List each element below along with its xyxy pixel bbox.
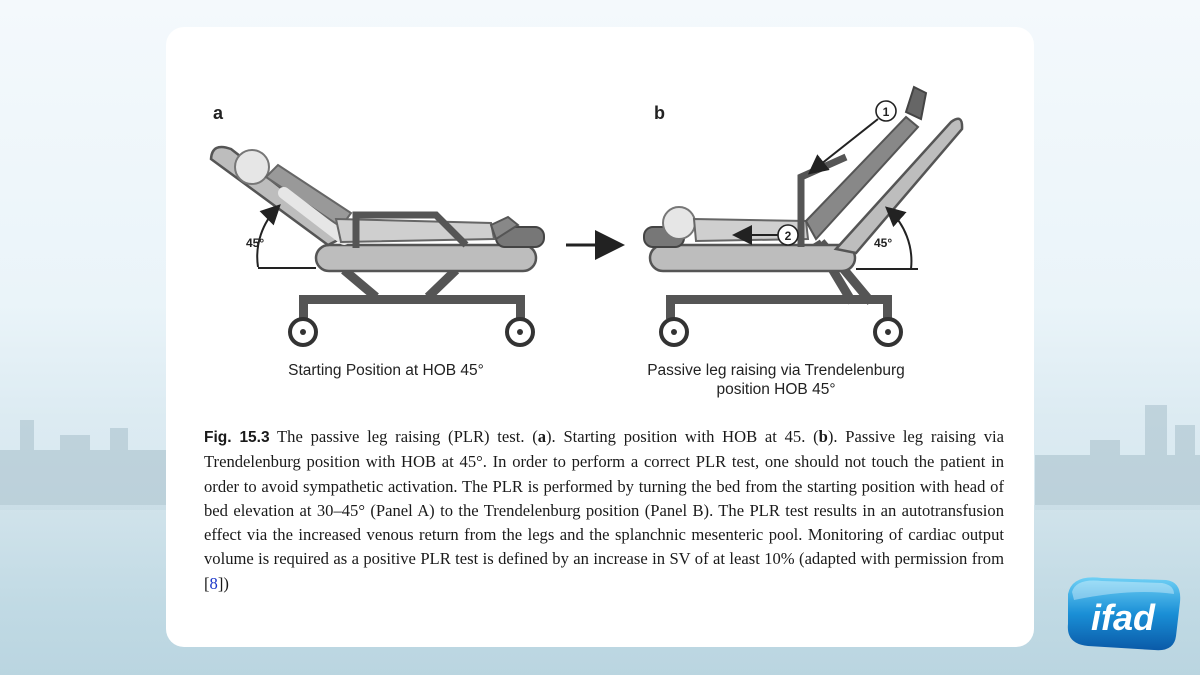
figure-label: Fig. 15.3 xyxy=(204,429,270,446)
reference-link[interactable]: 8 xyxy=(209,573,218,593)
panel-b-caption-line1: Passive leg raising via Trendelenburg xyxy=(647,362,905,379)
panel-b-caption: Passive leg raising via Trendelenburg po… xyxy=(616,361,936,399)
caption-bold-b: b xyxy=(818,427,828,446)
step-2-label: 2 xyxy=(785,229,792,243)
angle-label-b: 45° xyxy=(874,236,892,250)
caption-text-1: The passive leg raising (PLR) test. ( xyxy=(269,427,538,446)
figure-caption: Fig. 15.3 The passive leg raising (PLR) … xyxy=(204,425,1004,596)
bed-illustration-a xyxy=(209,145,545,347)
city-skyline-background xyxy=(0,405,1200,510)
bed-illustration-b xyxy=(643,85,964,347)
caption-text-2: ). Starting position with HOB at 45. ( xyxy=(546,427,819,446)
step-1-label: 1 xyxy=(883,105,890,119)
figure-card: 45° 45° 1 2 a b Starting Position at HOB… xyxy=(166,27,1034,647)
caption-bold-a: a xyxy=(537,427,547,446)
angle-label-a: 45° xyxy=(246,236,264,250)
plr-illustration: 45° 45° 1 2 xyxy=(209,85,964,347)
logo-text: ifad xyxy=(1091,597,1156,638)
panel-a-letter: a xyxy=(213,103,224,123)
panel-b-letter: b xyxy=(654,103,665,123)
panel-b-caption-line2: position HOB 45° xyxy=(716,381,836,398)
ifad-logo: ifad xyxy=(1067,577,1181,651)
caption-text-4: ]) xyxy=(217,573,229,593)
panel-a-caption: Starting Position at HOB 45° xyxy=(288,362,484,379)
caption-text-3: ). Passive leg raising via Trendelenburg… xyxy=(204,427,1004,593)
